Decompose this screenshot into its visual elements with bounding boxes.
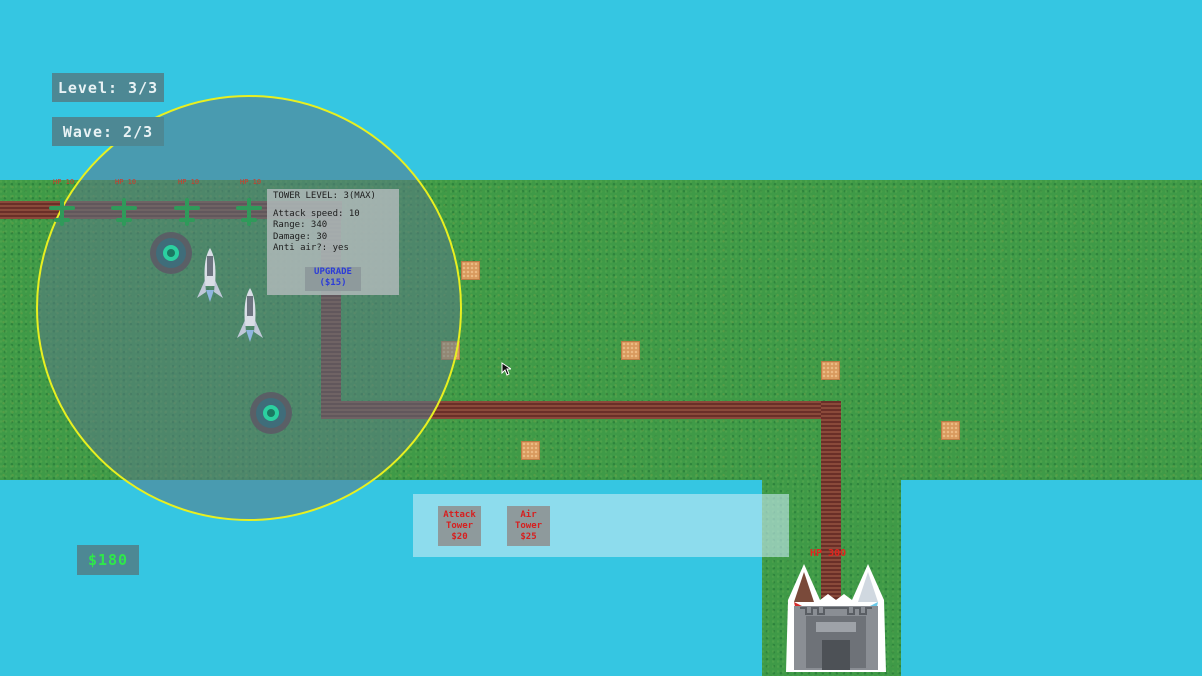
enemy-hp-label: HP 10 bbox=[115, 178, 137, 186]
build-pad[interactable] bbox=[621, 341, 640, 360]
air-tower-rocket[interactable] bbox=[194, 246, 226, 304]
air-tower-rocket[interactable] bbox=[234, 286, 266, 344]
attack-tower-price: $20 bbox=[451, 531, 468, 542]
plane-icon bbox=[49, 198, 75, 226]
tower-level-title: TOWER LEVEL: 3(MAX) bbox=[273, 191, 376, 201]
upgrade-price: ($15) bbox=[319, 278, 347, 288]
plane-icon bbox=[111, 198, 137, 226]
range-stat: Range: 340 bbox=[273, 220, 328, 230]
wave-indicator: Wave: 2/3 bbox=[52, 117, 164, 146]
upgrade-label: UPGRADE bbox=[314, 267, 352, 277]
build-pad[interactable] bbox=[941, 421, 960, 440]
enemy-path-middle bbox=[321, 401, 841, 419]
enemy-plane[interactable]: HP 10 bbox=[47, 178, 77, 228]
attack-tower[interactable] bbox=[149, 231, 193, 275]
attack-tower-label-2: Tower bbox=[445, 520, 474, 531]
attack-tower[interactable] bbox=[249, 391, 293, 435]
enemy-hp-label: HP 10 bbox=[53, 178, 75, 186]
damage-stat: Damage: 30 bbox=[273, 231, 328, 242]
enemy-plane[interactable]: HP 10 bbox=[234, 178, 264, 228]
air-tower-shop-button[interactable]: Air Tower $25 bbox=[507, 506, 550, 546]
level-indicator: Level: 3/3 bbox=[52, 73, 164, 102]
build-pad[interactable] bbox=[821, 361, 840, 380]
plane-icon bbox=[174, 198, 200, 226]
air-tower-price: $25 bbox=[520, 531, 537, 542]
enemy-path-vertical-2 bbox=[821, 401, 841, 601]
tower-info-panel: TOWER LEVEL: 3(MAX) Attack speed: 10 Ran… bbox=[267, 189, 399, 295]
anti-air-stat: Anti air?: yes bbox=[273, 243, 349, 253]
upgrade-button[interactable]: UPGRADE ($15) bbox=[305, 267, 361, 291]
build-pad[interactable] bbox=[521, 441, 540, 460]
enemy-hp-label: HP 10 bbox=[240, 178, 262, 186]
enemy-plane[interactable]: HP 10 bbox=[109, 178, 139, 228]
castle-icon bbox=[786, 564, 886, 672]
attack-speed-stat: Attack speed: 10 bbox=[273, 208, 360, 219]
plane-icon bbox=[236, 198, 262, 226]
mouse-cursor-icon bbox=[501, 362, 511, 376]
attack-tower-label-1: Attack bbox=[443, 509, 476, 520]
attack-tower-shop-button[interactable]: Attack Tower $20 bbox=[438, 506, 481, 546]
air-tower-label-2: Tower bbox=[514, 520, 543, 531]
enemy-hp-label: HP 10 bbox=[178, 178, 200, 186]
enemy-plane[interactable]: HP 10 bbox=[172, 178, 202, 228]
air-tower-label-1: Air bbox=[520, 509, 537, 520]
base-hp-label: HP 300 bbox=[810, 548, 847, 559]
build-pad[interactable] bbox=[461, 261, 480, 280]
money-display: $180 bbox=[77, 545, 139, 575]
